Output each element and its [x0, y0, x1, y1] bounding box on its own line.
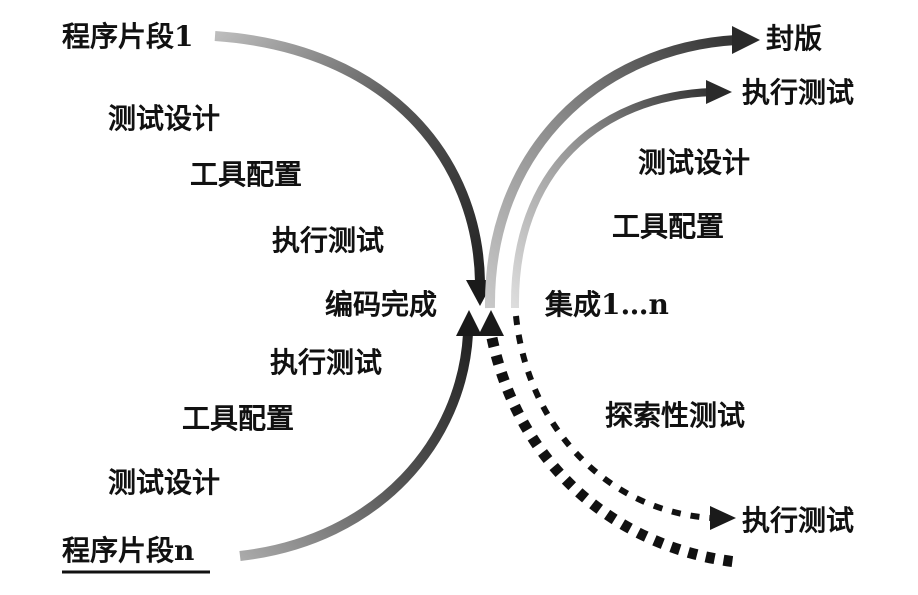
- arrowhead-up-left: [456, 310, 482, 336]
- arrow-bottom-left: [239, 333, 473, 561]
- arrowhead-release: [732, 26, 760, 54]
- label-tool-config-right: 工具配置: [612, 210, 724, 243]
- label-program-segment-1: 程序片段1: [62, 20, 193, 53]
- label-tool-config-bottom: 工具配置: [182, 402, 294, 435]
- arrowhead-exec-top: [706, 80, 732, 104]
- label-tool-config-top: 工具配置: [190, 158, 302, 191]
- label-exec-test-top: 执行测试: [272, 224, 384, 257]
- label-exec-test-bottom: 执行测试: [270, 346, 382, 379]
- label-integration: 集成1…n: [544, 288, 669, 321]
- label-release: 封版: [766, 22, 822, 55]
- arrow-exec-top: [510, 88, 713, 309]
- label-exec-test-right-bottom: 执行测试: [742, 504, 854, 537]
- arrow-top-left: [214, 31, 485, 283]
- label-test-design-top: 测试设计: [108, 102, 220, 135]
- dashed-exploratory-main: [486, 336, 737, 568]
- label-test-design-right: 测试设计: [638, 146, 750, 179]
- label-program-segment-n: 程序片段n: [62, 534, 194, 567]
- arrowhead-up-right: [478, 310, 504, 336]
- arrowhead-exec-bottom: [710, 506, 736, 530]
- label-exploratory-test: 探索性测试: [605, 399, 745, 432]
- label-coding-complete: 编码完成: [325, 288, 437, 321]
- arrow-release: [484, 35, 737, 309]
- label-exec-test-right-top: 执行测试: [742, 76, 854, 109]
- dashed-exploratory-exec: [513, 315, 713, 521]
- label-test-design-bottom: 测试设计: [108, 466, 220, 499]
